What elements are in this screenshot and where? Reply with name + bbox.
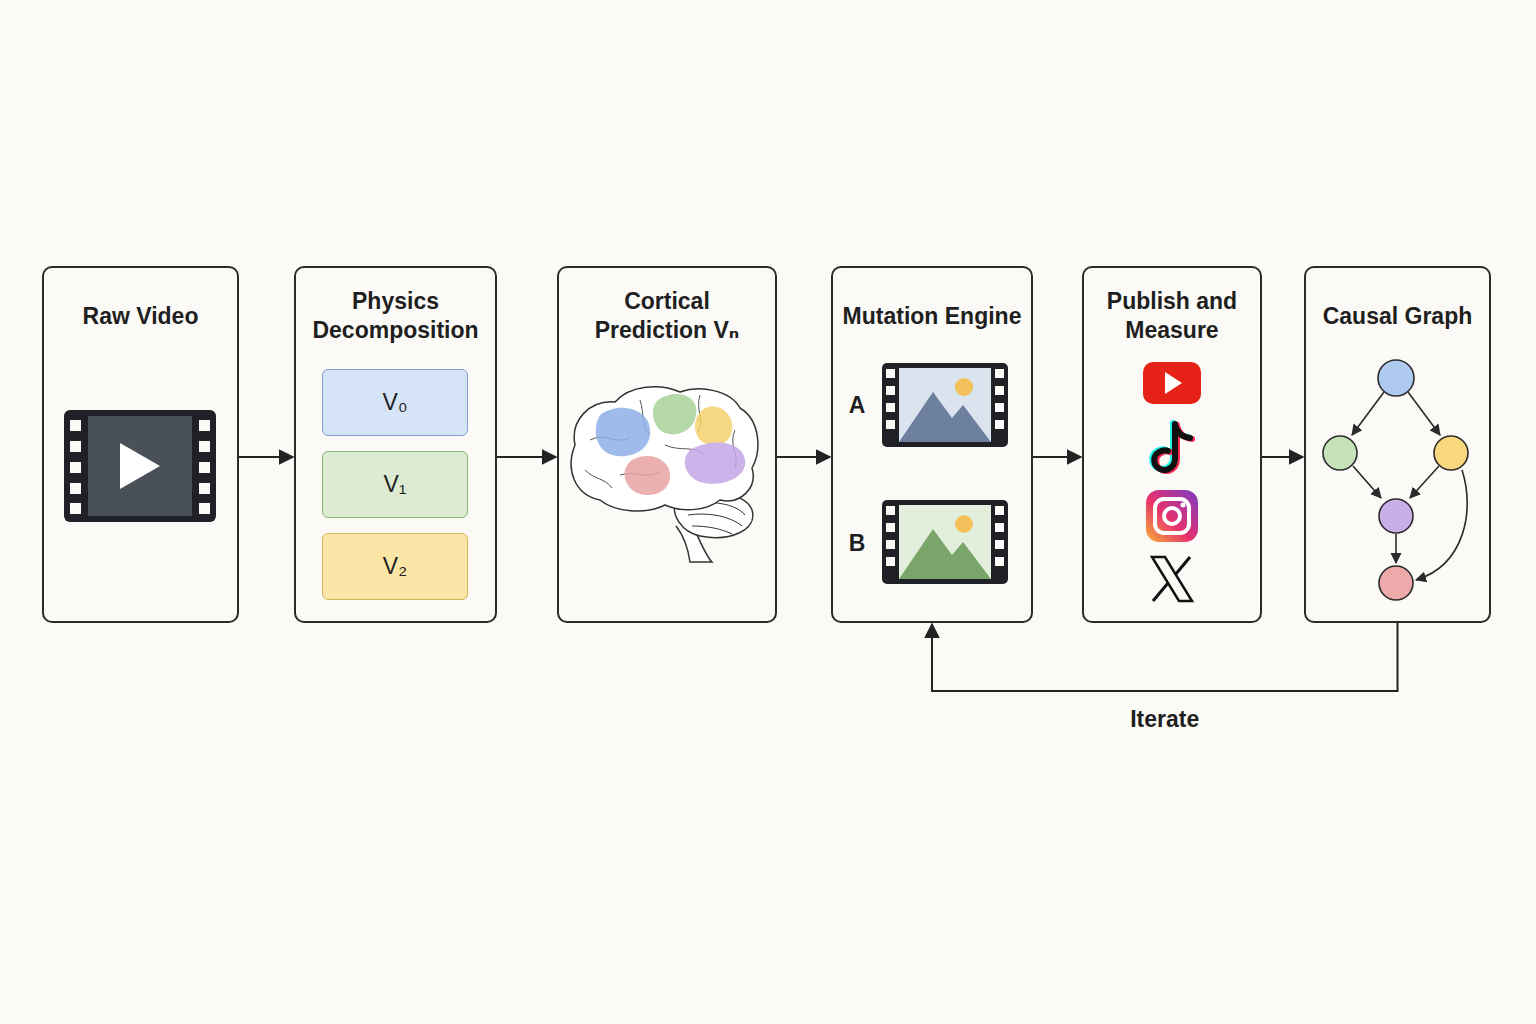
variant-label: B (849, 530, 866, 557)
flow-arrow (777, 456, 830, 458)
film-icon-b (882, 500, 1008, 584)
causal-graph-illustration (1323, 360, 1468, 600)
tiktok-icon (1152, 423, 1192, 471)
stage-title: Publish and Measure (1090, 268, 1254, 364)
stage-box: Raw Video (42, 266, 239, 623)
instagram-icon (1146, 490, 1198, 542)
stage-box: Cortical Prediction Vₙ (557, 266, 777, 623)
flow-arrow (1262, 456, 1303, 458)
stage-title: Mutation Engine (839, 268, 1025, 364)
stage-title: Physics Decomposition (302, 268, 489, 364)
flow-arrow (932, 623, 1398, 691)
stage-box: Causal Graph (1304, 266, 1491, 623)
stage-title: Causal Graph (1312, 268, 1483, 364)
layer-box: V₂ (322, 533, 468, 600)
video-icon (64, 410, 216, 522)
youtube-icon (1143, 362, 1201, 404)
layer-box: V₀ (322, 369, 468, 436)
layer-label: V₂ (383, 553, 407, 580)
layer-box: V₁ (322, 451, 468, 518)
stage-title: Cortical Prediction Vₙ (565, 268, 769, 364)
stage-box: Physics DecompositionV₀ V₁ V₂ (294, 266, 497, 623)
variant-label: A (849, 392, 866, 419)
layer-label: V₁ (383, 471, 406, 498)
stage-box: Mutation Engine (831, 266, 1033, 623)
x-icon (1152, 557, 1192, 601)
brain-illustration (571, 387, 758, 562)
flow-arrow (1033, 456, 1081, 458)
film-icon-a (882, 363, 1008, 447)
flow-arrow (239, 456, 293, 458)
flow-arrow (497, 456, 556, 458)
stage-title: Raw Video (50, 268, 231, 364)
stage-box: Publish and Measure (1082, 266, 1262, 623)
layer-label: V₀ (383, 389, 408, 416)
edge-label: Iterate (1127, 706, 1202, 733)
